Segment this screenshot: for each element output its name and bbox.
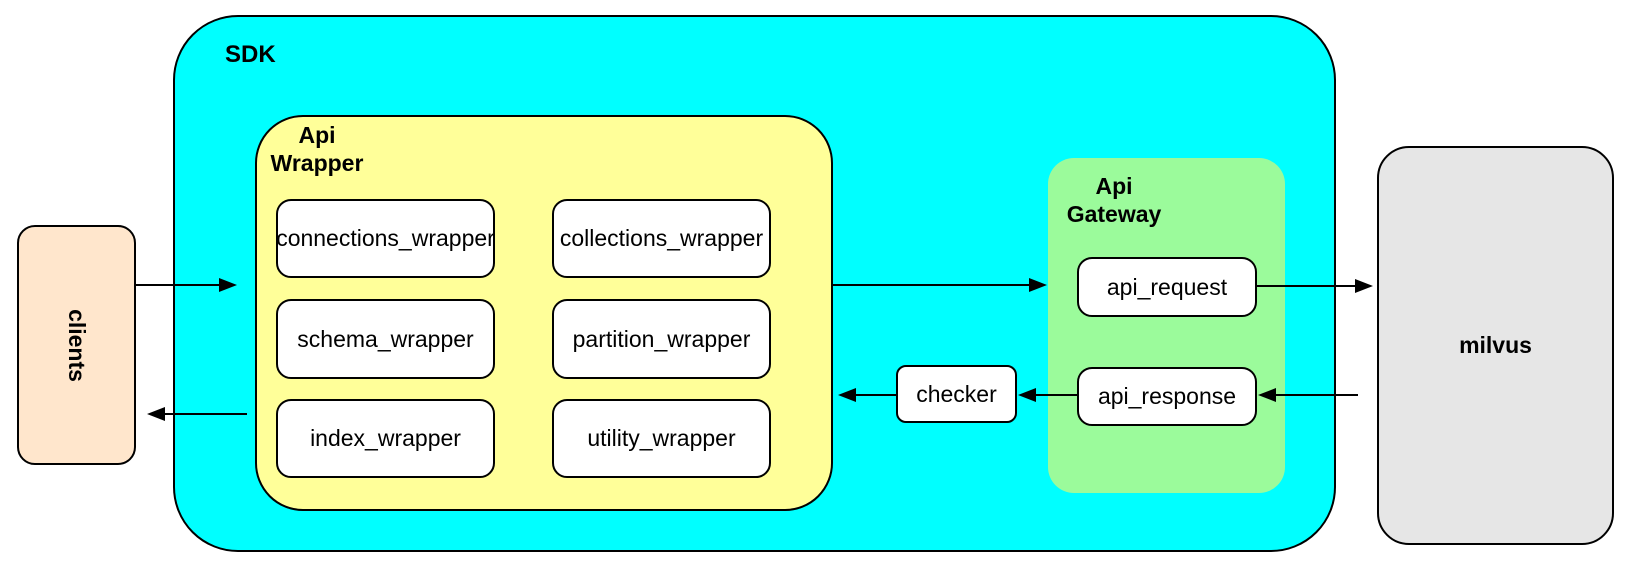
partition-wrapper-label: partition_wrapper [572, 325, 751, 352]
node-index-wrapper: index_wrapper [276, 399, 495, 478]
node-schema-wrapper: schema_wrapper [276, 299, 495, 379]
node-clients: clients [17, 225, 136, 465]
milvus-label: milvus [1459, 332, 1532, 358]
node-api-wrapper: Api Wrapper connections_wrapper collecti… [255, 115, 833, 511]
node-partition-wrapper: partition_wrapper [552, 299, 771, 379]
node-utility-wrapper: utility_wrapper [552, 399, 771, 478]
api-wrapper-label: Api Wrapper [270, 122, 364, 176]
arrow-api-wrapper-to-api-gateway [833, 278, 1047, 292]
checker-label: checker [916, 380, 997, 407]
arrow-milvus-to-api-response [1258, 388, 1358, 402]
node-api-response: api_response [1077, 367, 1257, 426]
collections-wrapper-label: collections_wrapper [559, 225, 764, 251]
api-gateway-label: Api Gateway [1066, 173, 1162, 227]
utility-wrapper-label: utility_wrapper [587, 425, 736, 451]
arrow-api-response-to-checker [1018, 388, 1077, 402]
sdk-label: SDK [225, 41, 276, 68]
node-api-gateway: Api Gateway api_request api_response [1048, 158, 1285, 493]
connections-wrapper-label: connections_wrapper [276, 225, 495, 251]
node-milvus: milvus [1377, 146, 1614, 545]
api-response-label: api_response [1097, 383, 1237, 409]
api-request-label: api_request [1106, 273, 1228, 300]
arrow-clients-to-api-wrapper [136, 278, 237, 292]
index-wrapper-label: index_wrapper [310, 425, 461, 451]
arrow-api-request-to-milvus [1257, 279, 1373, 293]
node-collections-wrapper: collections_wrapper [552, 199, 771, 278]
arrow-checker-to-api-wrapper [838, 388, 896, 402]
clients-label: clients [64, 308, 90, 382]
arrow-api-wrapper-to-clients [147, 407, 247, 421]
node-checker: checker [896, 365, 1017, 423]
node-api-request: api_request [1077, 257, 1257, 317]
schema-wrapper-label: schema_wrapper [297, 325, 474, 352]
node-connections-wrapper: connections_wrapper [276, 199, 495, 278]
